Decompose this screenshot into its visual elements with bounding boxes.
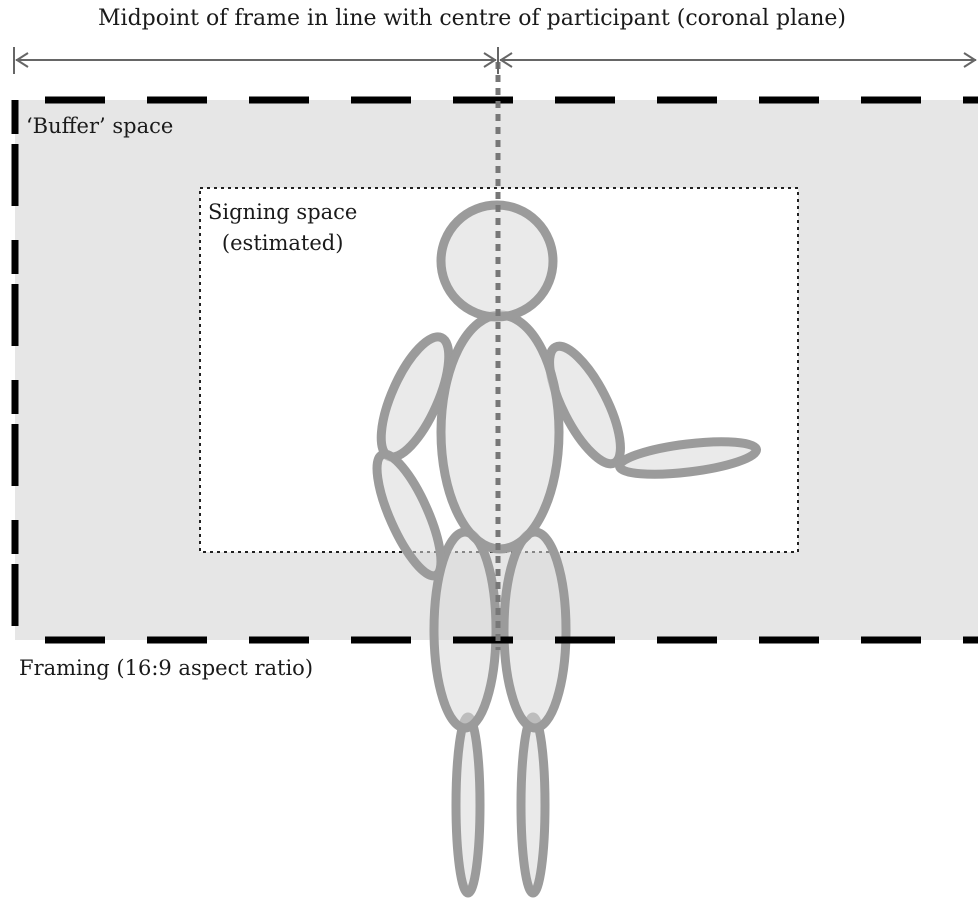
figure-right-upper-leg <box>504 532 566 728</box>
figure-left-lower-leg <box>456 717 480 893</box>
buffer-space-label: ‘Buffer’ space <box>26 114 173 138</box>
figure-right-lower-leg <box>521 717 545 893</box>
framing-label: Framing (16:9 aspect ratio) <box>19 656 313 680</box>
signing-space-label: Signing space (estimated) <box>208 197 357 259</box>
midline-label: Midpoint of frame in line with centre of… <box>98 6 846 31</box>
signing-space-label-line1: Signing space <box>208 197 357 228</box>
width-dimension-arrows <box>14 47 976 74</box>
signing-space-label-line2: (estimated) <box>208 228 357 259</box>
